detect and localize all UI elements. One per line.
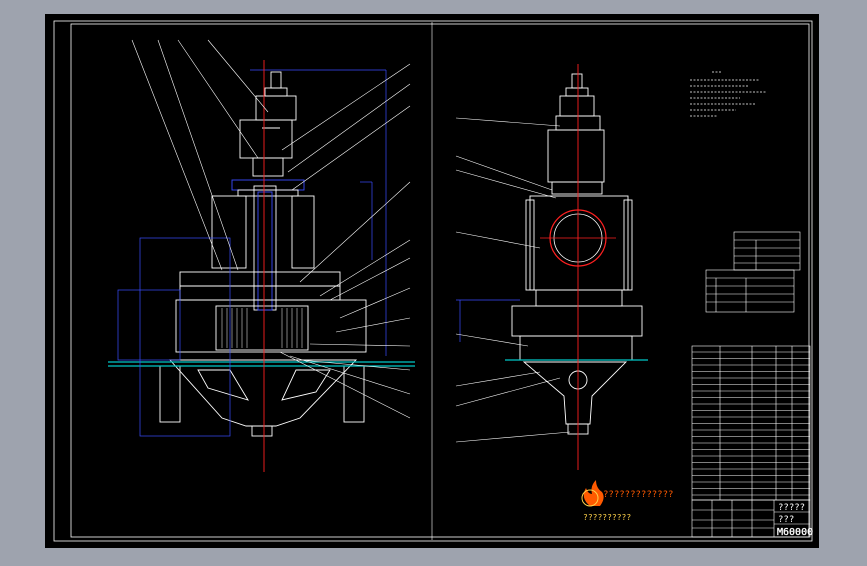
flame-icon xyxy=(583,480,604,506)
title-sub-cell: ??? xyxy=(778,515,794,525)
logo-ring-icon xyxy=(581,489,599,507)
dimension-lines-right xyxy=(456,299,520,342)
spec-table-lower xyxy=(705,269,795,313)
inner-frame xyxy=(70,23,810,538)
drawing-number: M60000 xyxy=(777,527,813,538)
technical-notes xyxy=(690,71,766,117)
sectional-view xyxy=(159,71,367,437)
title-block xyxy=(691,499,811,538)
leader-lines-left xyxy=(131,39,411,419)
exterior-view xyxy=(511,73,643,435)
parts-list xyxy=(691,345,811,501)
brand-logo xyxy=(581,480,604,507)
rotor-hatching xyxy=(221,308,303,348)
title-name-cell: ????? xyxy=(778,503,805,513)
logo-slogan-text: ?????????? xyxy=(583,513,631,522)
leader-lines-right xyxy=(455,117,571,443)
logo-brand-text: ????????????? xyxy=(603,490,673,500)
outer-frame xyxy=(53,20,813,542)
dimension-lines-left xyxy=(117,69,387,437)
